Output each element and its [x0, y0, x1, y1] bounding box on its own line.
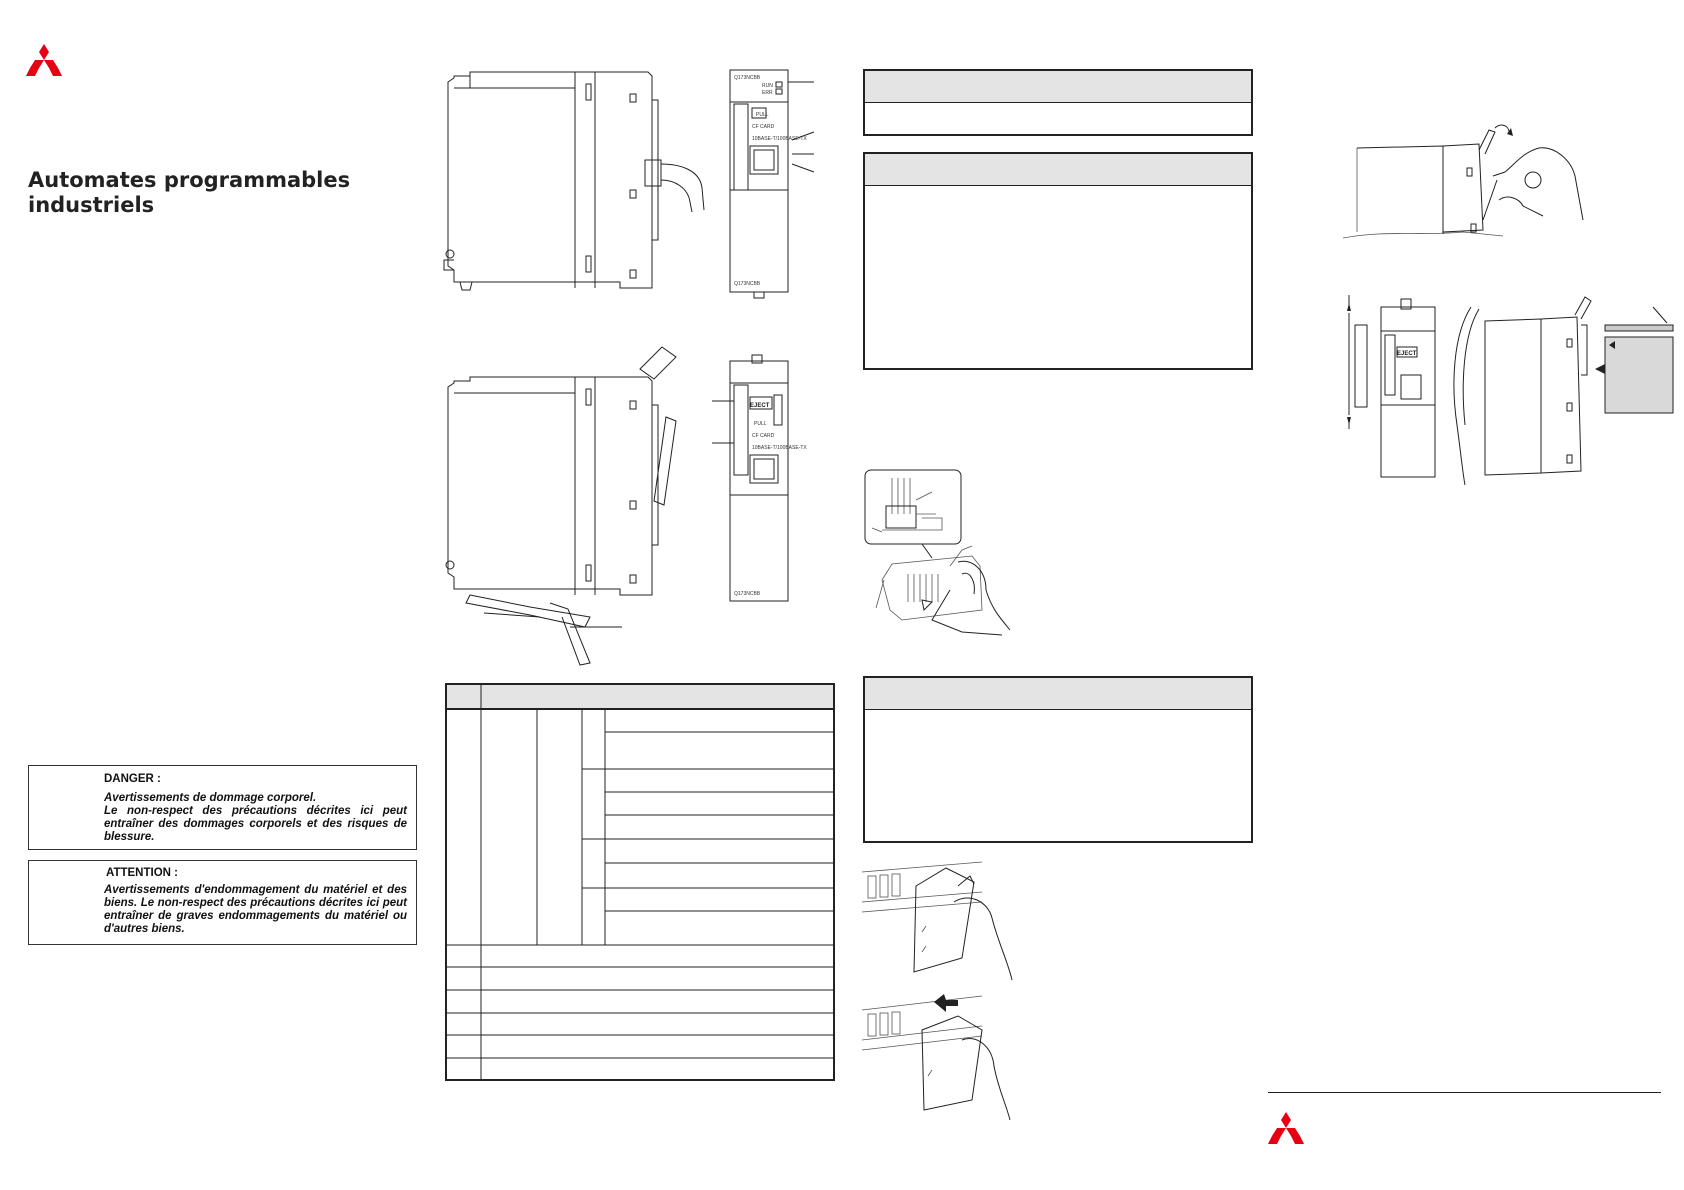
- led-err-label: ERR: [762, 90, 773, 96]
- module-front-view-diagram: Q173NCBB RUN ERR PULL CF CARD 10BASE-T/1…: [729, 69, 815, 299]
- note-panel-1-header: [865, 71, 1251, 103]
- bottom-model-label-2: Q173NCBB: [734, 591, 761, 597]
- module-side-view-diagram: [443, 71, 705, 291]
- danger-warning-box: DANGER : Avertissements de dommage corpo…: [28, 765, 417, 850]
- footer-rule: [1268, 1092, 1661, 1093]
- module-installation-illustration: [861, 994, 1011, 1121]
- note-panel-3: [863, 676, 1253, 843]
- danger-heading: DANGER :: [104, 773, 161, 785]
- ethernet-label-2: 10BASE-T/100BASE-TX: [752, 445, 807, 451]
- cf-card-screw-illustration: [1342, 124, 1584, 239]
- module-removal-illustration: [861, 861, 1013, 981]
- cf-card-label: CF CARD: [752, 124, 775, 130]
- cf-card-insertion-illustration: EJECT: [1347, 295, 1674, 486]
- note-panel-1: [863, 69, 1253, 136]
- bottom-model-label: Q173NCBB: [734, 281, 761, 287]
- attention-text: Avertissements d'endommagement du matéri…: [104, 884, 407, 935]
- document-title: Automates programmables industriels: [28, 168, 351, 217]
- mitsubishi-logo-icon: [26, 44, 62, 76]
- pull-label-2: PULL: [754, 421, 767, 427]
- pull-label: PULL: [756, 112, 769, 118]
- parts-table: [445, 683, 835, 1081]
- danger-line-1: Avertissements de dommage corporel.: [104, 792, 317, 804]
- attention-heading: ATTENTION :: [106, 867, 178, 879]
- ethernet-label: 10BASE-T/100BASE-TX: [752, 136, 807, 142]
- connector-insertion-illustration: [864, 469, 1011, 636]
- eject-label-3: EJECT: [1397, 351, 1417, 357]
- led-run-label: RUN: [762, 83, 773, 89]
- attention-warning-box: ATTENTION : Avertissements d'endommageme…: [28, 860, 417, 945]
- note-panel-2-header: [865, 154, 1251, 186]
- module-front-view-eject-diagram: EJECT PULL CF CARD 10BASE-T/100BASE-TX Q…: [712, 354, 807, 602]
- module-side-view-open-diagram: [445, 346, 677, 666]
- note-panel-3-header: [865, 678, 1251, 710]
- eject-label: EJECT: [750, 403, 770, 409]
- mitsubishi-logo-icon-footer: [1268, 1112, 1304, 1144]
- model-label: Q173NCBB: [734, 75, 761, 81]
- note-panel-2: [863, 152, 1253, 370]
- cf-card-label-2: CF CARD: [752, 433, 775, 439]
- danger-line-2: Le non-respect des précautions décrites …: [104, 805, 407, 843]
